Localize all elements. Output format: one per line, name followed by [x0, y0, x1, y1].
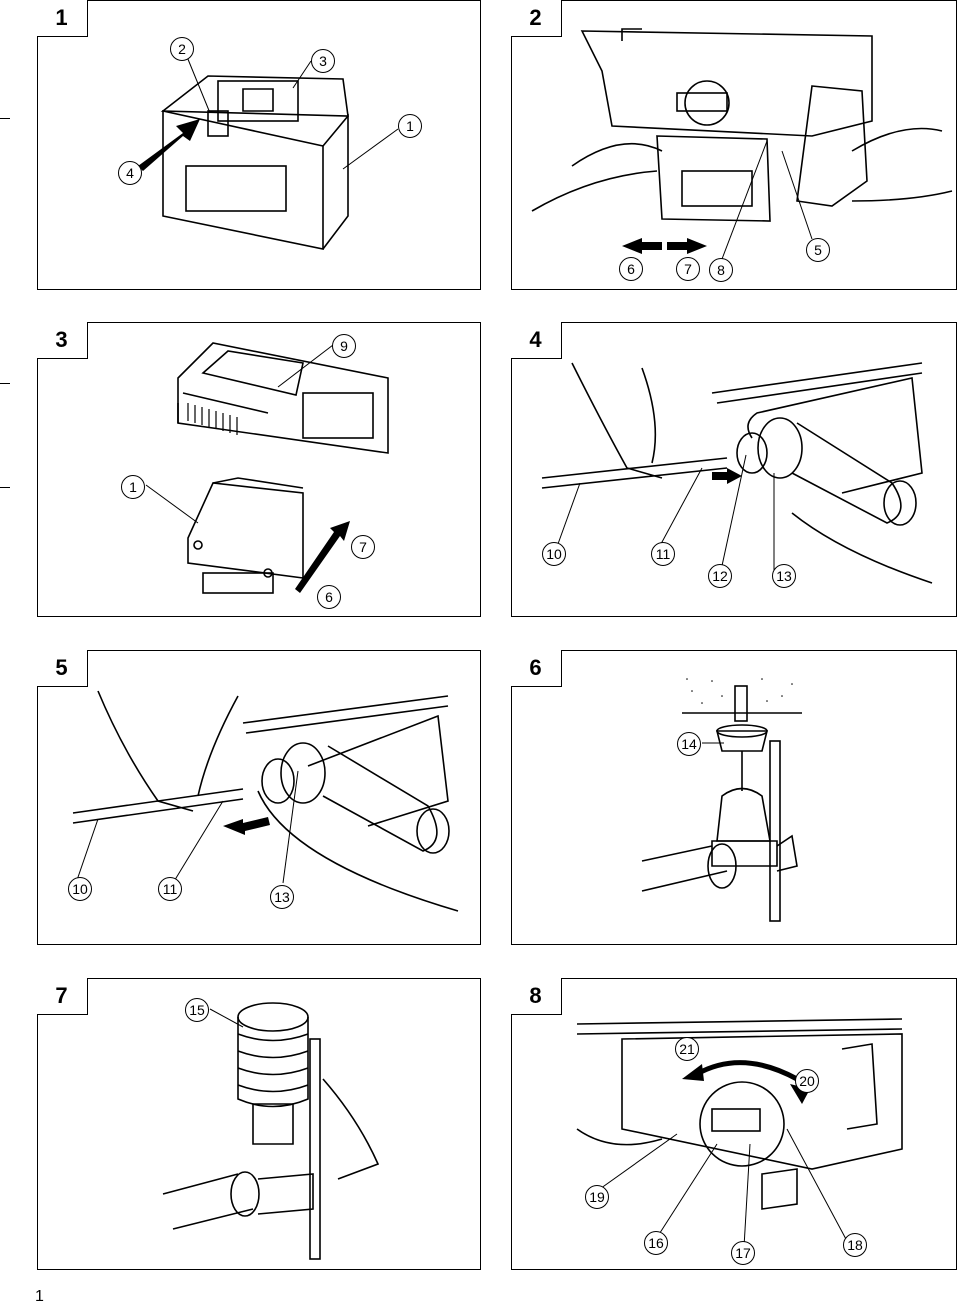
drill-battery-illustration [531, 28, 953, 260]
callout-14: 14 [677, 732, 701, 756]
callout-3: 3 [311, 49, 335, 73]
figure-panel-3: 3 9 1 7 6 [36, 321, 481, 617]
figure-panel-1: 1 2 3 1 4 [36, 0, 481, 290]
panel-label: 1 [36, 0, 88, 37]
dust-cover-illustration [162, 1002, 380, 1260]
figure-panel-7: 7 15 [36, 977, 481, 1270]
callout-2: 2 [170, 37, 194, 61]
callout-1: 1 [121, 475, 145, 499]
callout-8: 8 [709, 258, 733, 282]
callout-9: 9 [332, 334, 356, 358]
margin-mark [0, 487, 10, 488]
figure-panel-2: 2 6 7 8 5 [510, 0, 957, 290]
bit-removal-illustration [72, 690, 459, 912]
panel-label: 7 [36, 977, 88, 1015]
callout-10: 10 [68, 877, 92, 901]
callout-7: 7 [351, 535, 375, 559]
callout-15: 15 [185, 998, 209, 1022]
callout-10: 10 [542, 542, 566, 566]
margin-mark [0, 118, 10, 119]
page-number: 1 [35, 1288, 44, 1305]
callout-18: 18 [843, 1233, 867, 1257]
callout-6: 6 [317, 585, 341, 609]
callout-5: 5 [806, 238, 830, 262]
callout-11: 11 [158, 877, 182, 901]
figure-panel-5: 5 10 11 13 [36, 649, 481, 945]
figure-panel-6: 6 14 [510, 649, 957, 945]
callout-6: 6 [619, 257, 643, 281]
callout-20: 20 [795, 1069, 819, 1093]
panel-label: 4 [510, 321, 562, 359]
charger-battery-illustration [145, 342, 389, 594]
callout-13: 13 [270, 885, 294, 909]
panel-label: 8 [510, 977, 562, 1015]
callout-19: 19 [585, 1185, 609, 1209]
panel-label: 5 [36, 649, 88, 687]
callout-12: 12 [708, 564, 732, 588]
panel-label: 2 [510, 0, 562, 37]
mode-selector-illustration [576, 1018, 903, 1248]
panel-label: 3 [36, 321, 88, 359]
callout-4: 4 [118, 161, 142, 185]
margin-mark [0, 383, 10, 384]
callout-17: 17 [731, 1241, 755, 1265]
dust-cup-illustration [641, 678, 802, 922]
battery-illustration [138, 46, 399, 250]
panel-label: 6 [510, 649, 562, 687]
callout-13: 13 [772, 564, 796, 588]
callout-11: 11 [651, 542, 675, 566]
callout-16: 16 [644, 1231, 668, 1255]
callout-1: 1 [398, 114, 422, 138]
bit-insertion-illustration [541, 362, 933, 584]
callout-21: 21 [675, 1037, 699, 1061]
callout-7: 7 [676, 257, 700, 281]
figure-panel-8: 8 21 20 19 16 17 18 [510, 977, 957, 1270]
figure-panel-4: 4 10 11 12 13 [510, 321, 957, 617]
